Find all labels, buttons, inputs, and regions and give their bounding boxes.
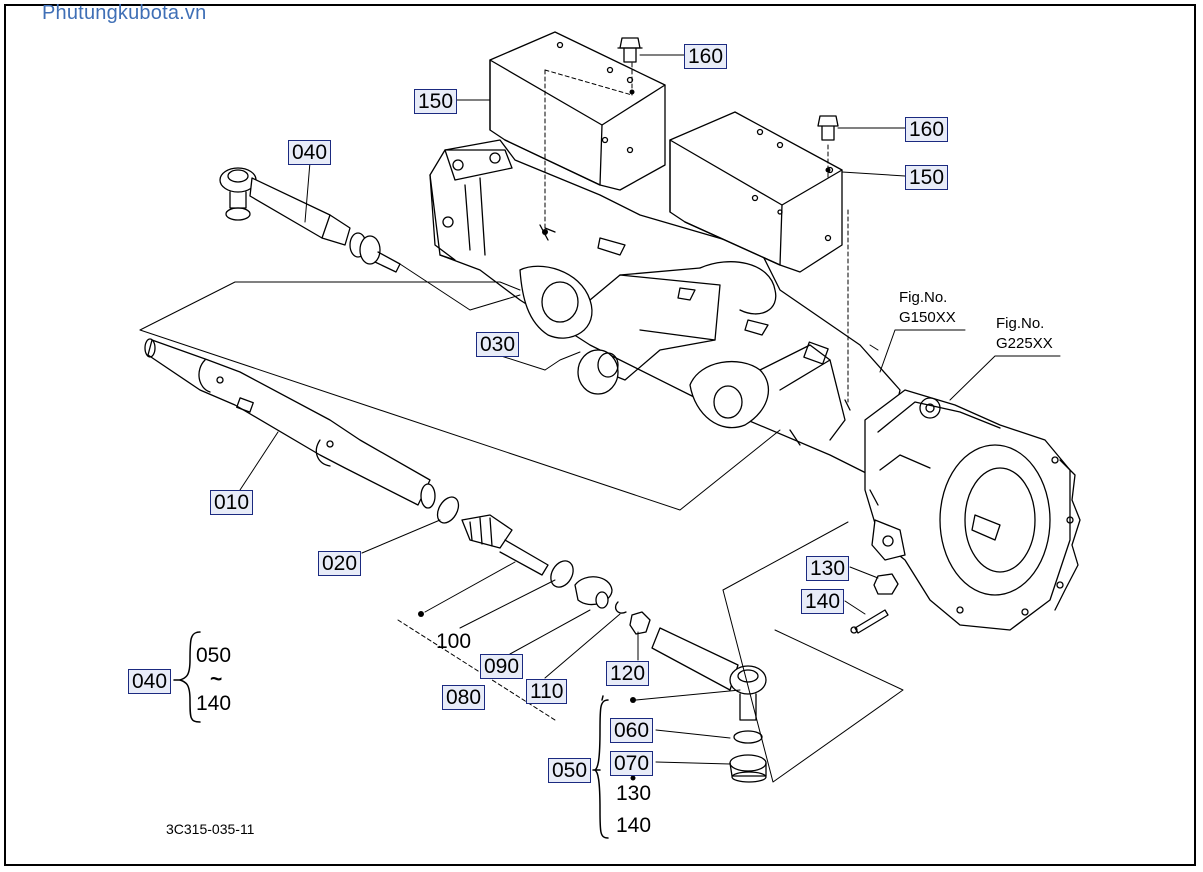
fig-ref-g225xx-line2: G225XX xyxy=(996,335,1053,352)
oring-small xyxy=(550,560,574,588)
legend-050-item-140: 140 xyxy=(616,814,652,837)
cover-150-left xyxy=(489,31,666,191)
legend-050-item-130: 130 xyxy=(616,782,652,805)
boot-090 xyxy=(574,576,613,609)
oring-020 xyxy=(436,496,460,524)
callout-010: 010 xyxy=(210,490,254,515)
nut-120 xyxy=(629,611,651,635)
callout-130: 130 xyxy=(806,556,850,581)
callout-090: 090 xyxy=(480,654,524,679)
callout-020: 020 xyxy=(318,551,362,576)
callout-120: 120 xyxy=(606,661,650,686)
callout-160-mid: 160 xyxy=(905,117,949,142)
callout-100: 100 xyxy=(436,630,472,653)
fig-ref-g150xx-line1: Fig.No. xyxy=(899,289,948,306)
axle-case xyxy=(864,389,1081,631)
axle-housing xyxy=(429,139,901,481)
legend-040-top: 050 xyxy=(196,644,232,667)
fig-ref-g150xx-line2: G150XX xyxy=(899,309,956,326)
fig-ref-g225xx-line1: Fig.No. xyxy=(996,315,1045,332)
drawing-frame xyxy=(4,4,1196,866)
drawing-code: 3C315-035-11 xyxy=(166,821,255,837)
legend-040-label: 040 xyxy=(128,669,172,694)
fig-ref-g150xx: Fig.No. G150XX xyxy=(899,288,956,328)
cover-150-right xyxy=(669,111,843,273)
tie-rod-end-upper xyxy=(219,167,401,273)
legend-040-tilde: ~ xyxy=(210,668,223,691)
callout-050: 050 xyxy=(548,758,592,783)
tie-rod-tube xyxy=(144,338,436,509)
callout-150-left: 150 xyxy=(414,89,458,114)
inner-ball-joint-100 xyxy=(461,514,549,576)
callout-060: 060 xyxy=(610,718,654,743)
bolt-160-mid xyxy=(817,115,839,141)
callout-030: 030 xyxy=(476,332,520,357)
fig-ref-g225xx: Fig.No. G225XX xyxy=(996,314,1053,354)
watermark: Phutungkubota.vn xyxy=(42,2,207,24)
bolt-160-top xyxy=(617,37,643,63)
callout-140: 140 xyxy=(801,589,845,614)
tie-rod-end-lower xyxy=(651,627,767,783)
callout-040-top: 040 xyxy=(288,140,332,165)
cotter-pin-140 xyxy=(850,609,889,634)
callout-160-top: 160 xyxy=(684,44,728,69)
callout-070: 070 xyxy=(610,751,654,776)
castle-nut-130 xyxy=(873,573,899,595)
callout-080: 080 xyxy=(442,685,486,710)
clip-110 xyxy=(614,601,627,614)
callout-150-right: 150 xyxy=(905,165,949,190)
legend-040-bottom: 140 xyxy=(196,692,232,715)
callout-110: 110 xyxy=(526,679,568,704)
